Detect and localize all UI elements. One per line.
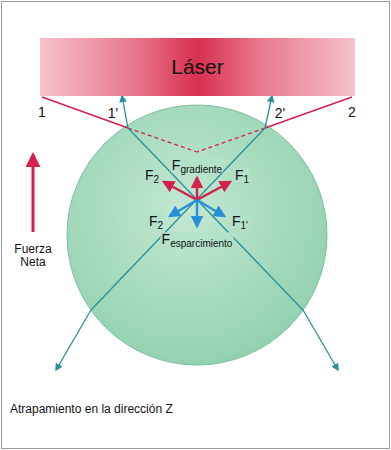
ray-number: 1': [108, 106, 118, 121]
ray-number: 2': [275, 106, 285, 121]
force-label: F2: [144, 168, 160, 183]
laser-beam: Láser: [40, 38, 355, 96]
force-label: F2: [148, 214, 164, 229]
force-label: Fgradiente: [171, 158, 223, 173]
ray-number: 1: [38, 105, 46, 120]
rays: [42, 96, 352, 370]
force-label: F1: [234, 168, 250, 183]
laser-label: Láser: [171, 55, 224, 79]
force-label: Fesparcimiento: [161, 232, 234, 247]
force-label: F1': [231, 214, 249, 229]
force-vectors: [164, 178, 230, 226]
bead-sphere: [67, 105, 327, 365]
net-force-label: Fuerza Neta: [3, 243, 63, 269]
net-force-arrow: [32, 155, 35, 232]
caption: Atrapamiento en la dirección Z: [10, 402, 173, 416]
ray-number: 2: [348, 105, 356, 120]
